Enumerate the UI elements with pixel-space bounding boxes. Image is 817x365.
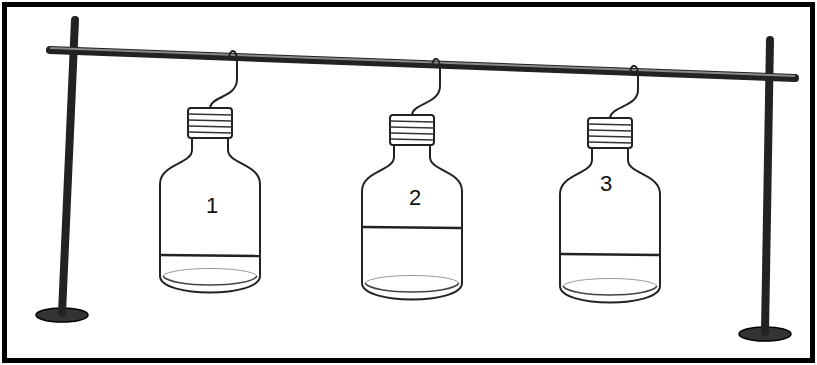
callout-number: 1 [206,195,218,217]
callout-number: 2 [409,187,421,209]
callout-number: 3 [600,173,612,195]
